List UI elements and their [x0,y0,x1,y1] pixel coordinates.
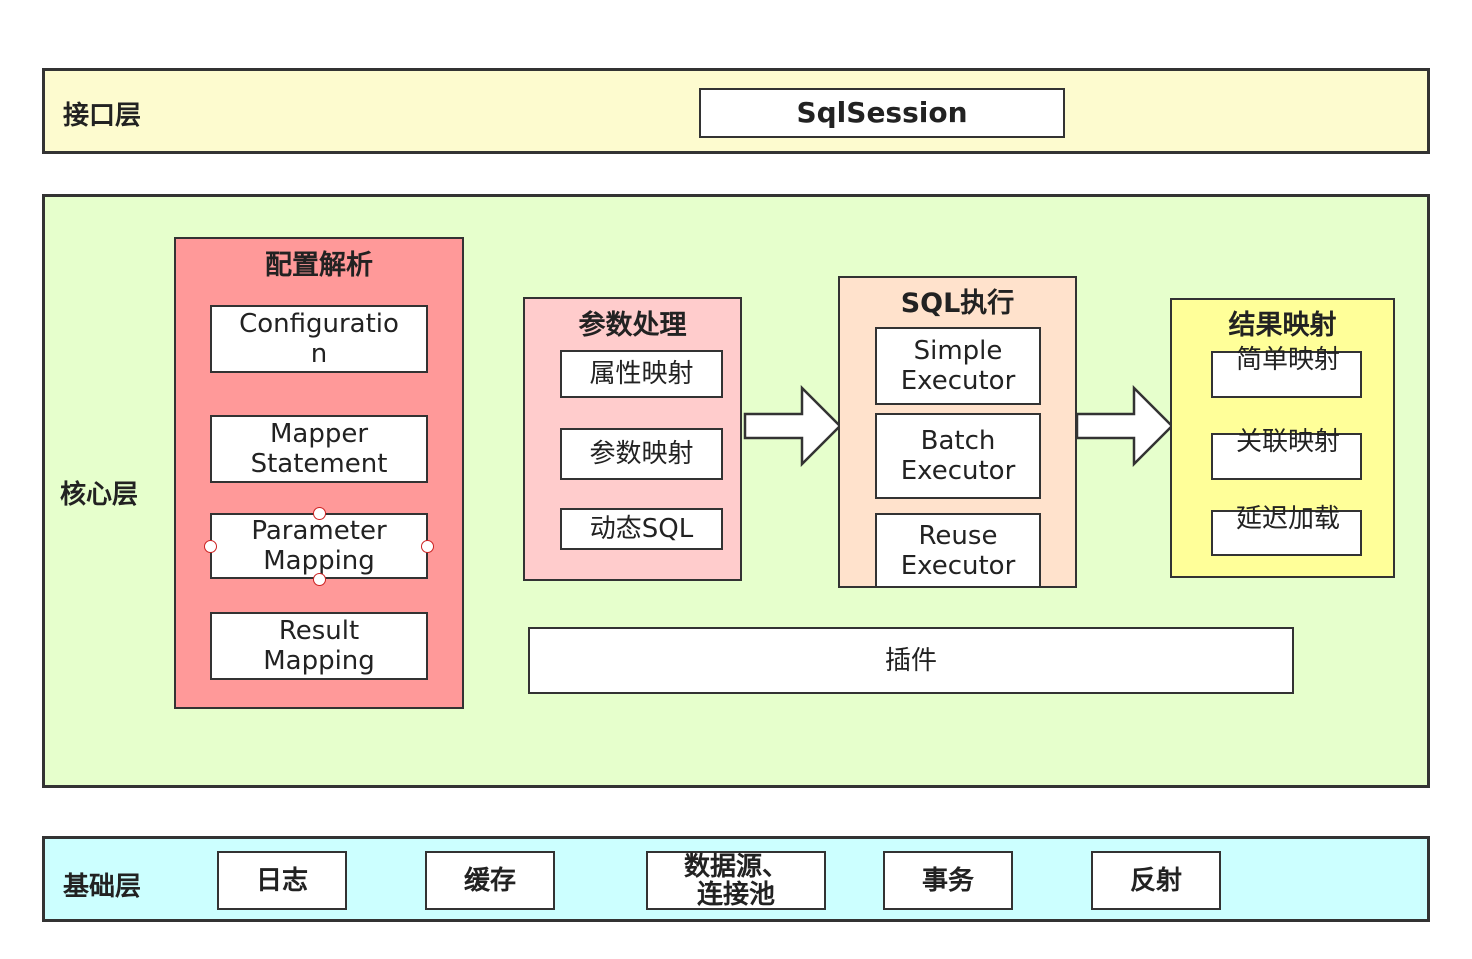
config-parsing-title: 配置解析 [265,250,373,281]
flow-arrow-icon-2 [1075,385,1174,467]
parameter-mapping-box[interactable]: Parameter Mapping [210,513,428,579]
property-mapping-box: 属性映射 [560,350,723,398]
interface-layer: 接口层 SqlSession [42,68,1430,154]
result-mapping-title: 结果映射 [1228,310,1337,341]
batch-executor-box: Batch Executor [875,413,1041,499]
simple-executor-box: Simple Executor [875,327,1041,405]
flow-arrow-icon [743,385,842,467]
result-mapping-box: Result Mapping [210,612,428,680]
lazy-loading-box [1211,510,1362,556]
selection-handle-top[interactable] [313,507,326,520]
lazy-loading-label: 延迟加载 [1236,504,1341,534]
param-handling-title: 参数处理 [578,310,687,341]
simple-mapping-box [1211,351,1362,398]
mapper-statement-box: Mapper Statement [210,415,428,483]
association-mapping-box [1211,433,1362,480]
association-mapping-label: 关联映射 [1236,427,1341,457]
plugin-box: 插件 [528,627,1294,694]
selection-handle-right[interactable] [421,540,434,553]
datasource-pool-box: 数据源、连接池 [646,851,826,910]
core-layer-label: 核心层 [60,480,139,510]
selection-handle-bottom[interactable] [313,573,326,586]
logging-box: 日志 [217,851,347,910]
cache-box: 缓存 [425,851,555,910]
base-layer-label: 基础层 [63,872,142,902]
interface-layer-label: 接口层 [63,101,142,131]
simple-mapping-label: 简单映射 [1236,345,1341,375]
sqlsession-box: SqlSession [699,88,1065,138]
param-mapping-box: 参数映射 [560,428,723,480]
reflection-box: 反射 [1091,851,1221,910]
configuration-box: Configuration [210,305,428,373]
reuse-executor-box: Reuse Executor [875,513,1041,588]
selection-handle-left[interactable] [204,540,217,553]
transaction-box: 事务 [883,851,1013,910]
dynamic-sql-box: 动态SQL [560,508,723,550]
sql-execution-title: SQL执行 [900,288,1015,319]
